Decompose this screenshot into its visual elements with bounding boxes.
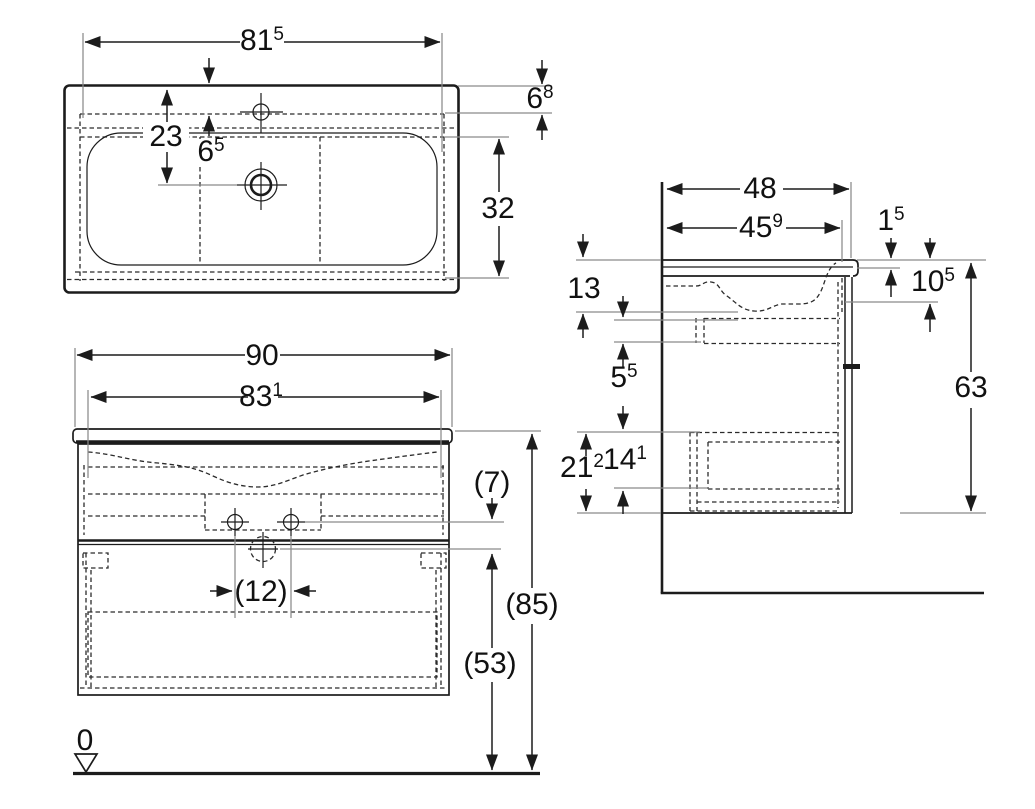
dim-label: 68 [526,82,553,115]
dim-top-rear-ledge: 68 [445,60,554,140]
datum-label: 0 [77,724,94,757]
drain-icon [237,162,287,210]
side-view-body [660,182,984,595]
dim-label: 141 [603,443,647,476]
lower-drawer-inner [87,611,438,678]
dim-front-overall-width: 90 [74,339,453,427]
dim-side-lower-section: 212 [560,431,700,514]
dim-label: (85) [505,588,558,621]
dim-side-lower-recess: 141 [603,406,709,514]
top-view: 815 23 65 68 32 [63,24,554,294]
dim-label: 831 [239,380,283,413]
tap-hole-icon [240,93,283,133]
dim-side-overall-depth: 48 [666,172,852,258]
front-view: 90 831 (7) (12) (85) ( [72,339,559,776]
dim-label: (7) [474,466,511,499]
bowl-profile [666,262,837,312]
dim-label: 90 [245,339,278,372]
cabinet-body [77,443,450,696]
dim-side-bowl-inner: 105 [845,238,955,332]
dim-top-basin-depth: 32 [445,136,515,279]
dim-side-cabinet-height: 63 [900,262,988,514]
basin-outline [86,132,438,266]
dim-top-tap-offset: 65 [191,58,233,168]
dim-label: 15 [877,204,904,237]
dim-label: 459 [739,211,783,244]
dim-side-upper-recess: 55 [610,296,738,394]
dim-label: 55 [610,361,637,394]
dim-top-overall-width: 815 [82,24,443,152]
dim-front-body-width: 831 [87,380,442,478]
dim-front-tap-drop: (7) [305,466,511,523]
drain-hidden-icon [248,532,278,568]
bracket-right [420,552,447,569]
dim-label: (12) [234,575,287,608]
dim-label: 63 [954,371,987,404]
dim-label: 13 [567,272,600,305]
dim-label: 23 [149,120,182,153]
dim-label: 65 [197,135,224,168]
drawer-gap-mark [843,364,860,369]
dim-label: 212 [560,451,604,484]
dim-front-drain-height: (53) [280,548,517,771]
dim-label: 48 [743,172,776,205]
basin-underside-outline [87,451,438,488]
dim-top-front-to-drain: 23 [143,89,237,186]
dim-side-top-thickness: 15 [857,204,986,297]
dim-front-overall-height: (85) [455,430,559,771]
dim-label: (53) [463,647,516,680]
dim-label: 105 [911,265,955,298]
tap-hole-left-icon [221,508,249,618]
dim-side-body-depth: 459 [666,211,843,262]
top-view-body [63,84,460,294]
tap-hole-right-icon [277,508,305,618]
dim-side-bowl-outer: 13 [567,234,738,338]
side-view: 48 459 15 105 13 [560,172,988,595]
dim-label: 815 [240,24,284,57]
dim-label: 32 [481,192,514,225]
datum-zero-icon: 0 [73,724,540,776]
bracket-left [82,552,109,569]
washbasin-slab [72,428,453,444]
dim-front-tap-spacing: (12) [210,575,316,608]
